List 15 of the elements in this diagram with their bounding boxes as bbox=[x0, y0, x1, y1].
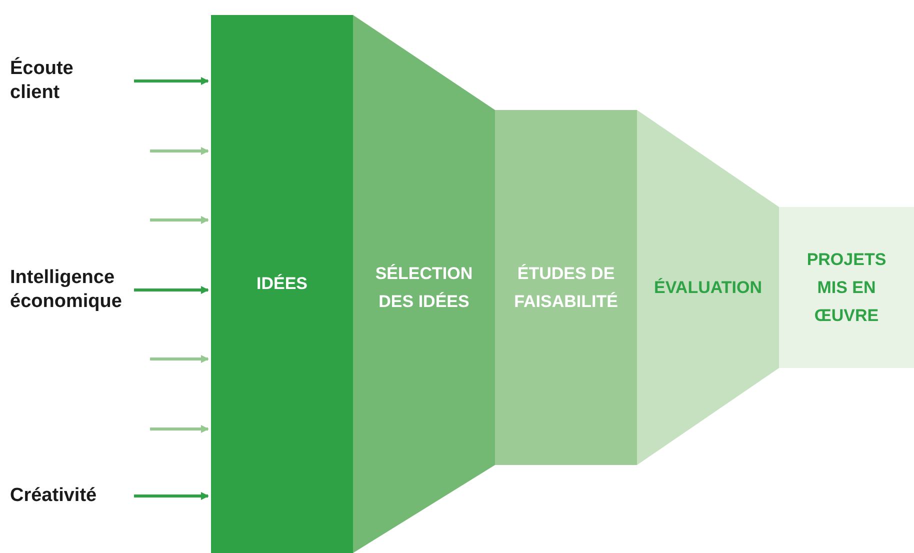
arrow bbox=[134, 286, 209, 294]
stage-label: SÉLECTION DES IDÉES bbox=[374, 262, 474, 312]
arrow bbox=[134, 492, 209, 500]
source-label: Écoute client bbox=[10, 57, 74, 105]
stage-label: ÉTUDES DE FAISABILITÉ bbox=[514, 262, 618, 312]
source-label: Créativité bbox=[10, 484, 98, 508]
arrow bbox=[150, 216, 209, 224]
stage-label: PROJETS MIS EN ŒUVRE bbox=[806, 248, 888, 326]
arrow bbox=[150, 147, 209, 155]
stage-label: ÉVALUATION bbox=[654, 276, 762, 298]
arrow bbox=[134, 77, 209, 85]
stage-label: IDÉES bbox=[256, 273, 308, 295]
source-label: Intelligence économique bbox=[10, 266, 120, 314]
arrow bbox=[150, 425, 209, 433]
arrow bbox=[150, 355, 209, 363]
